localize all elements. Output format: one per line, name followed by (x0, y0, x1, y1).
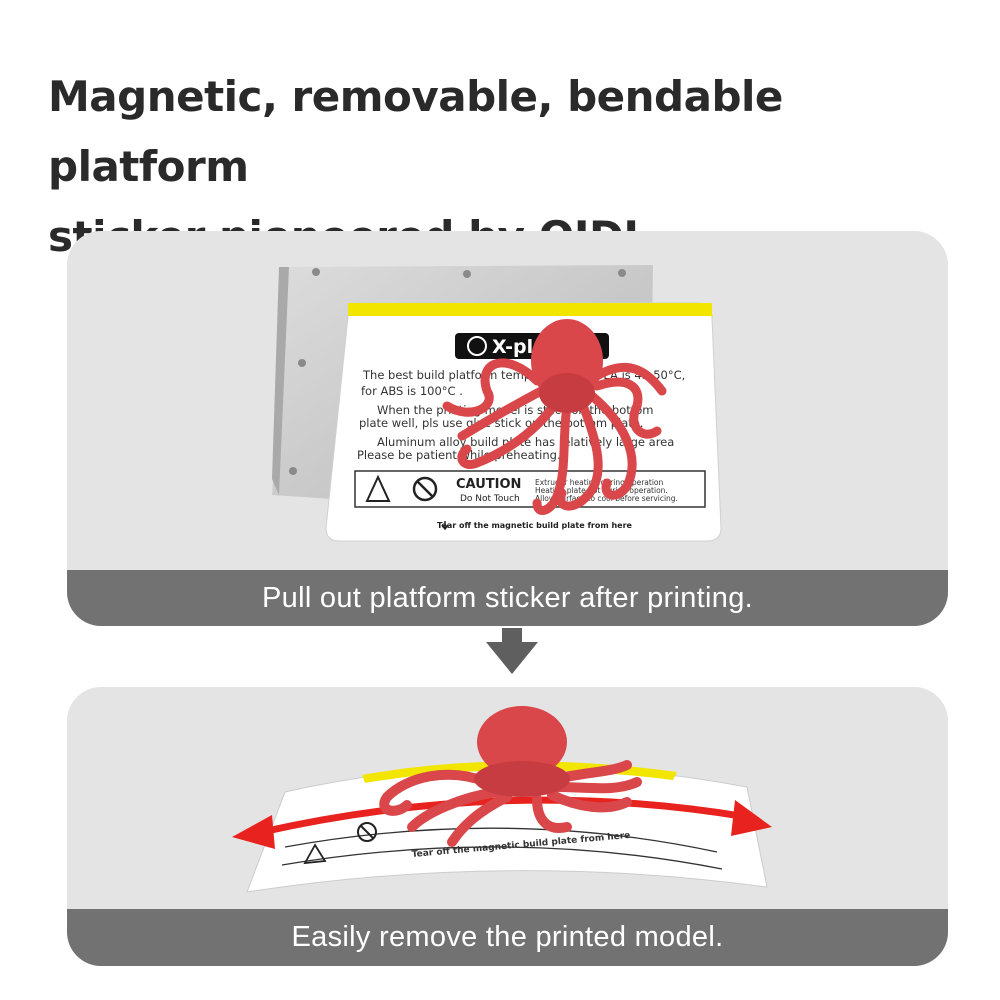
down-arrow-icon (486, 628, 538, 674)
step-2-panel: Tear off the magnetic build plate from h… (67, 687, 948, 966)
caution-subtitle: Do Not Touch (460, 494, 520, 504)
octopus-model (379, 706, 642, 847)
step-1-panel: X-plus The best build platform temperatu… (67, 231, 948, 626)
octopus-model (442, 319, 667, 515)
hot-surface-icon (365, 474, 391, 502)
yellow-stripe (362, 761, 677, 783)
platform-sticker-image: X-plus The best build platform temperatu… (272, 265, 722, 542)
yellow-stripe (348, 303, 712, 316)
no-touch-icon (412, 476, 438, 502)
caution-note-3: Allow surface to cool before servicing. (535, 494, 678, 503)
caution-box (354, 470, 706, 508)
step-1-caption: Pull out platform sticker after printing… (67, 570, 948, 626)
step-2-caption: Easily remove the printed model. (67, 909, 948, 966)
sticker-card: X-plus The best build platform temperatu… (325, 302, 722, 542)
sticker-line-2: for ABS is 100°C . (361, 384, 463, 398)
no-touch-icon (357, 822, 377, 842)
hot-surface-icon (303, 843, 327, 865)
sticker-line-4: plate well, pls use glue stick on the bo… (359, 416, 644, 430)
bent-sticker: Tear off the magnetic build plate from h… (246, 761, 768, 893)
tear-off-label: Tear off the magnetic build plate from h… (437, 521, 633, 530)
caution-note-2: Heating plate hot during operation. (535, 486, 668, 495)
headline-line-1: Magnetic, removable, bendable platform (48, 72, 783, 191)
brand-logo-icon (467, 336, 487, 356)
bent-sticker-image: Tear off the magnetic build plate from h… (232, 706, 772, 893)
caution-title: CAUTION (456, 477, 521, 492)
